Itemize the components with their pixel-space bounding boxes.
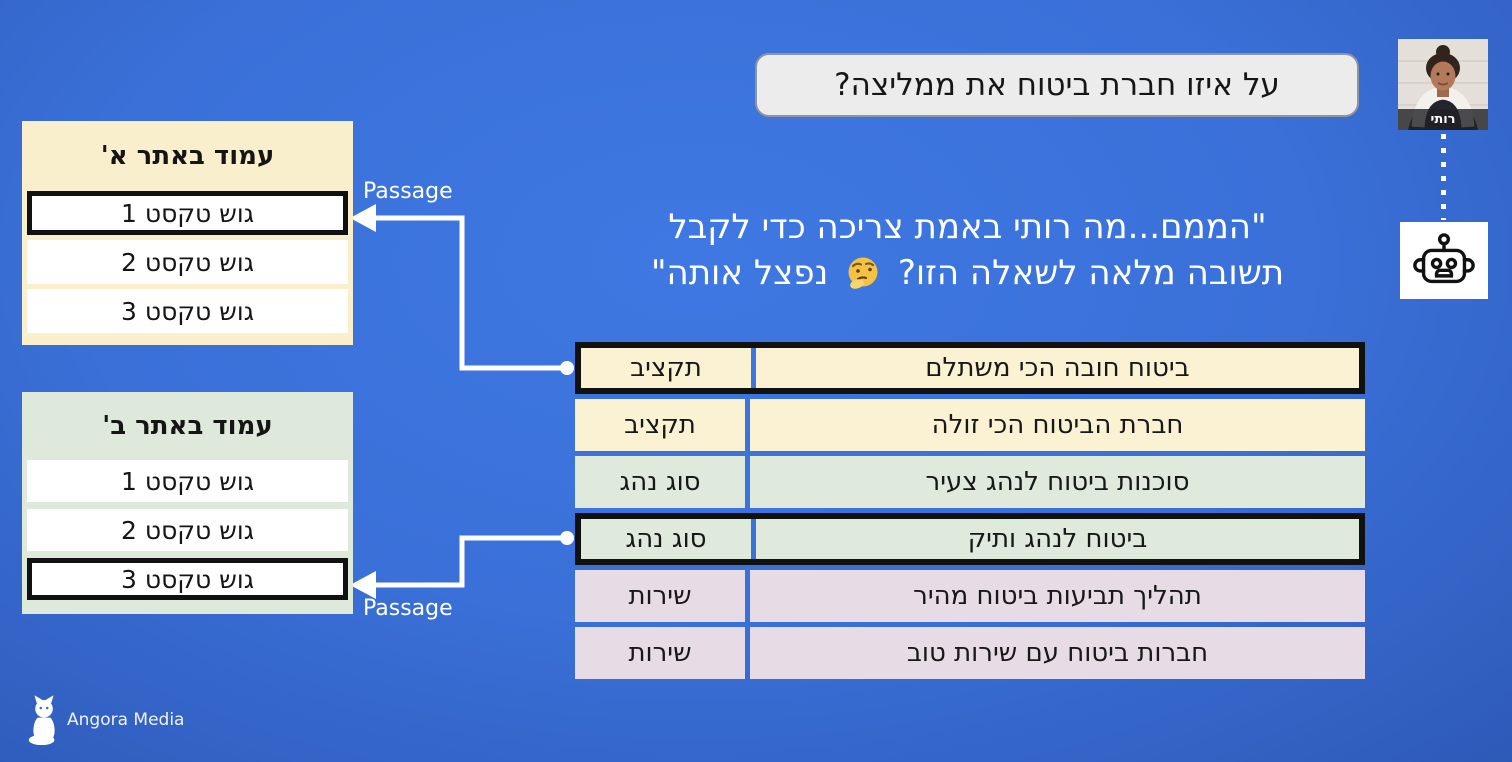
query-text: חברת הביטוח הכי זולה <box>750 399 1365 451</box>
arrow-origin-dot-top <box>560 361 574 375</box>
query-row-3: סוג נהג סוכנות ביטוח לנהג צעיר <box>575 456 1365 508</box>
arrowhead-top <box>350 204 376 232</box>
site-a-text-block-2: גוש טקסט 2 <box>27 240 348 284</box>
bot-card <box>1400 222 1488 299</box>
arrow-origin-dot-bottom <box>560 531 574 545</box>
query-category: תקציב <box>575 399 745 451</box>
cat-logo-icon <box>28 695 55 745</box>
passage-label-bottom: Passage <box>363 596 453 621</box>
brand-logo: Angora Media <box>28 695 184 745</box>
site-b-text-block-3: גוש טקסט 3 <box>27 558 348 600</box>
question-text: על איזו חברת ביטוח את ממליצה? <box>834 67 1280 103</box>
thought-line-2-start: תשובה מלאה לשאלה הזו? <box>897 253 1285 294</box>
query-row-6: שירות חברות ביטוח עם שירות טוב <box>575 627 1365 679</box>
query-row-2: תקציב חברת הביטוח הכי זולה <box>575 399 1365 451</box>
site-a-text-block-3: גוש טקסט 3 <box>27 289 348 333</box>
site-b-text-block-2: גוש טקסט 2 <box>27 509 348 551</box>
query-category: סוג נהג <box>581 519 751 559</box>
arrow-line-top <box>374 215 567 371</box>
site-a-table: עמוד באתר א' גוש טקסט 1 גוש טקסט 2 גוש ט… <box>22 121 353 345</box>
persona-name: רותי <box>1430 112 1456 127</box>
site-b-title: עמוד באתר ב' <box>102 411 273 441</box>
robot-icon <box>1413 232 1475 283</box>
thinking-face-emoji <box>845 255 881 291</box>
query-category: סוג נהג <box>575 456 745 508</box>
brand-name: Angora Media <box>67 710 185 730</box>
query-row-1: תקציב ביטוח חובה הכי משתלם <box>575 342 1365 394</box>
thought-line-1: "הממם...מה רותי באמת צריכה כדי לקבל <box>668 207 1267 247</box>
passage-label-top: Passage <box>363 179 453 204</box>
dotted-connector-line <box>1441 134 1446 220</box>
query-text: ביטוח חובה הכי משתלם <box>756 348 1359 388</box>
query-text: ביטוח לנהג ותיק <box>756 519 1359 559</box>
site-b-table: עמוד באתר ב' גוש טקסט 1 גוש טקסט 2 גוש ט… <box>22 392 353 614</box>
bot-thought-text: "הממם...מה רותי באמת צריכה כדי לקבל תשוב… <box>570 204 1365 296</box>
query-text: חברות ביטוח עם שירות טוב <box>750 627 1365 679</box>
query-row-4: סוג נהג ביטוח לנהג ותיק <box>575 513 1365 565</box>
question-bubble: על איזו חברת ביטוח את ממליצה? <box>755 53 1359 117</box>
query-split-table: תקציב ביטוח חובה הכי משתלם תקציב חברת הב… <box>575 342 1365 684</box>
arrowhead-bottom <box>350 571 376 599</box>
query-category: תקציב <box>581 348 751 388</box>
persona-name-badge: רותי <box>1398 109 1488 130</box>
query-text: סוכנות ביטוח לנהג צעיר <box>750 456 1365 508</box>
arrow-line-bottom <box>374 535 567 588</box>
query-category: שירות <box>575 627 745 679</box>
site-a-text-block-1: גוש טקסט 1 <box>27 191 348 235</box>
persona-photo: רותי <box>1398 39 1488 130</box>
thought-line-2: תשובה מלאה לשאלה הזו? נפצל אותה" <box>570 250 1365 296</box>
query-category: שירות <box>575 570 745 622</box>
query-row-5: שירות תהליך תביעות ביטוח מהיר <box>575 570 1365 622</box>
site-a-title: עמוד באתר א' <box>100 141 275 171</box>
thought-line-2-end: נפצל אותה" <box>650 253 829 294</box>
site-b-text-block-1: גוש טקסט 1 <box>27 460 348 502</box>
query-text: תהליך תביעות ביטוח מהיר <box>750 570 1365 622</box>
